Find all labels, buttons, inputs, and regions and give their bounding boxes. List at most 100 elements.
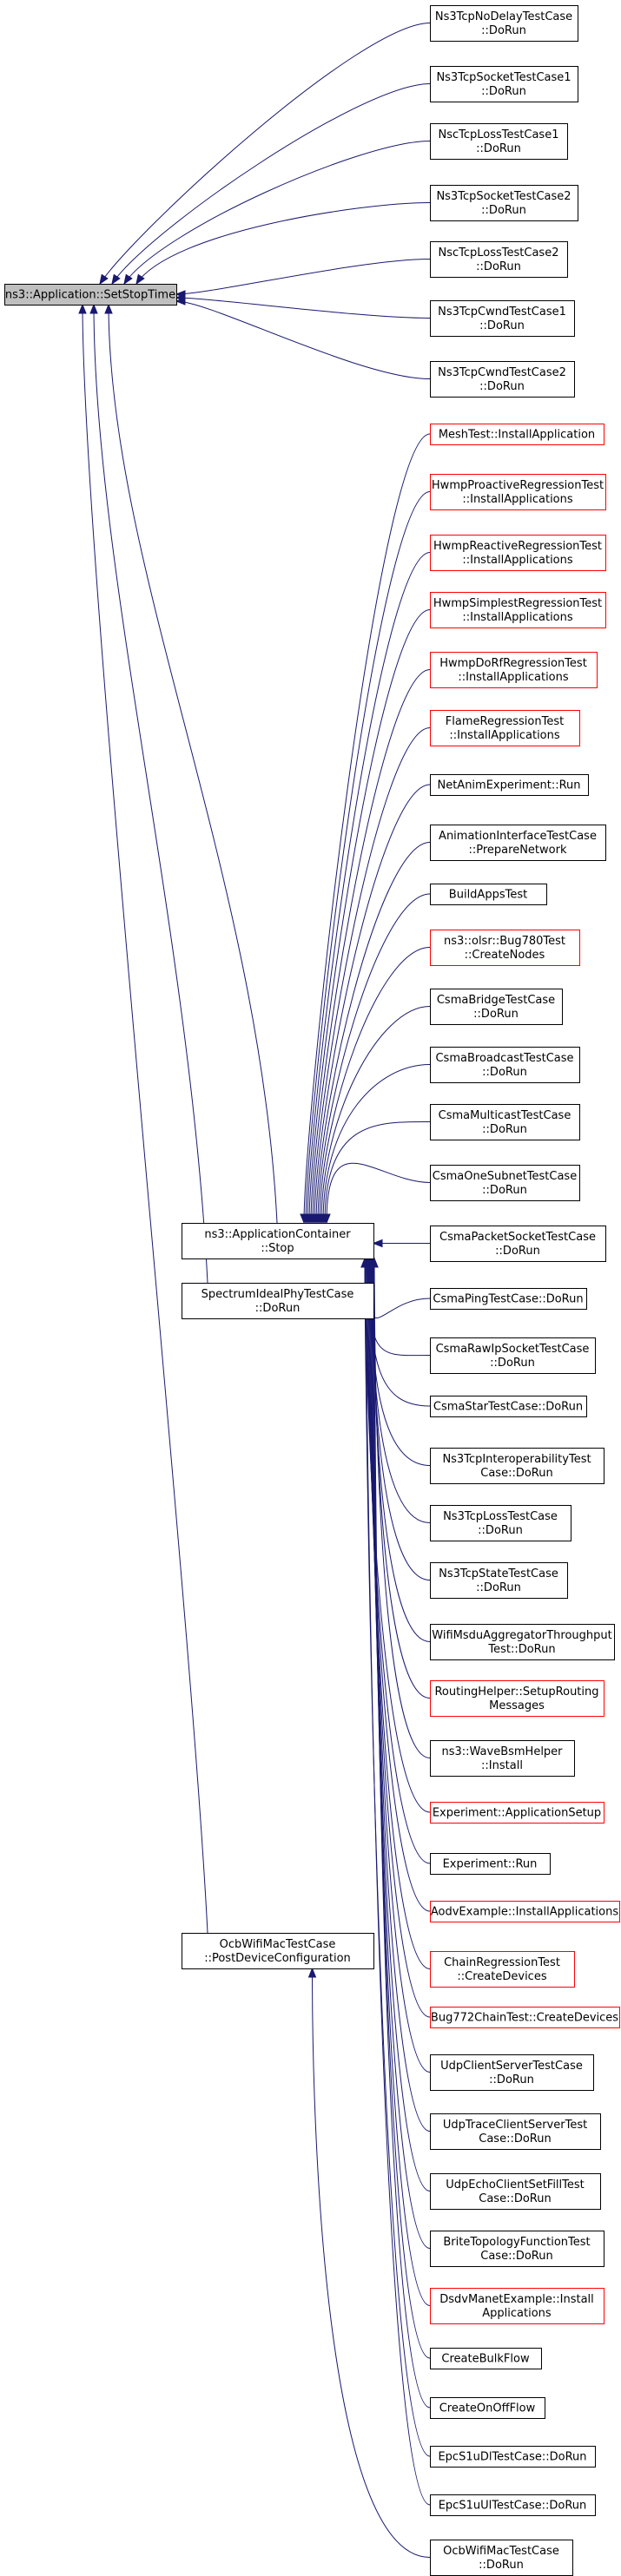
- node-label-line: ::PrepareNetwork: [469, 844, 567, 857]
- graph-node-root[interactable]: ns3::Application::SetStopTime: [4, 284, 177, 306]
- graph-node-ns3tcpcwnd2[interactable]: Ns3TcpCwndTestCase2::DoRun: [430, 361, 575, 398]
- node-label-line: DsdvManetExample::Install: [439, 2293, 594, 2306]
- graph-node-hwmpdorf[interactable]: HwmpDoRfRegressionTest::InstallApplicati…: [430, 652, 598, 688]
- node-label-line: UdpClientServerTestCase: [440, 2060, 583, 2073]
- graph-node-nsctcploss1[interactable]: NscTcpLossTestCase1::DoRun: [430, 123, 568, 160]
- graph-node-ocbwifipost[interactable]: OcbWifiMacTestCase::PostDeviceConfigurat…: [182, 1933, 374, 1969]
- node-box: [430, 1165, 580, 1201]
- graph-node-dsdvmanet[interactable]: DsdvManetExample::InstallApplications: [430, 2288, 604, 2324]
- graph-node-csmabridge[interactable]: CsmaBridgeTestCase::DoRun: [430, 989, 563, 1025]
- graph-node-animinterface[interactable]: AnimationInterfaceTestCase::PrepareNetwo…: [430, 825, 606, 861]
- graph-node-csmapacketsocket[interactable]: CsmaPacketSocketTestCase::DoRun: [430, 1226, 606, 1262]
- node-box: [430, 185, 578, 221]
- graph-node-csmastar[interactable]: CsmaStarTestCase::DoRun: [430, 1396, 587, 1417]
- edge-arrowhead: [135, 273, 145, 286]
- node-label-line: ::DoRun: [489, 2073, 534, 2086]
- node-label-line: Ns3TcpCwndTestCase1: [438, 306, 566, 319]
- graph-node-spectrumideal[interactable]: SpectrumIdealPhyTestCase::DoRun: [182, 1283, 374, 1319]
- graph-node-epcs1uul[interactable]: EpcS1uUlTestCase::DoRun: [430, 2494, 596, 2516]
- node-label-line: Case::DoRun: [480, 2250, 552, 2263]
- node-label-line: MeshTest::InstallApplication: [439, 429, 595, 442]
- graph-node-buildapps[interactable]: BuildAppsTest: [430, 884, 547, 905]
- graph-node-nsctcploss2[interactable]: NscTcpLossTestCase2::DoRun: [430, 241, 568, 278]
- edge-ns3tcpcwnd1-to-root: [175, 293, 431, 319]
- graph-node-csmaonesubnet[interactable]: CsmaOneSubnetTestCase::DoRun: [430, 1165, 580, 1201]
- graph-node-aodvexample[interactable]: AodvExample::InstallApplications: [430, 1901, 620, 1922]
- node-box: [430, 2348, 542, 2369]
- graph-node-createonoffflow[interactable]: CreateOnOffFlow: [430, 2397, 545, 2419]
- edge-line: [82, 304, 208, 1934]
- node-label-line: Ns3TcpSocketTestCase1: [436, 71, 571, 84]
- node-label-line: ::PostDeviceConfiguration: [204, 1952, 351, 1965]
- edge-line: [320, 1006, 431, 1224]
- graph-node-csmabroadcast[interactable]: CsmaBroadcastTestCase::DoRun: [430, 1047, 580, 1083]
- node-box: [430, 1951, 575, 1988]
- node-label-line: Case::DoRun: [479, 2192, 551, 2205]
- graph-node-appcontainerstop[interactable]: ns3::ApplicationContainer::Stop: [182, 1223, 374, 1259]
- edge-arrowhead: [307, 1967, 317, 1978]
- node-label-line: Ns3TcpInteroperabilityTest: [442, 1453, 591, 1466]
- graph-node-csmamulticast[interactable]: CsmaMulticastTestCase::DoRun: [430, 1104, 580, 1140]
- edge-line: [310, 669, 431, 1224]
- graph-node-hwmpsimplest[interactable]: HwmpSimplestRegressionTest::InstallAppli…: [430, 592, 606, 628]
- graph-node-csmaping[interactable]: CsmaPingTestCase::DoRun: [430, 1288, 587, 1310]
- node-box: [430, 2494, 596, 2516]
- node-box: [430, 1337, 596, 1374]
- node-label-line: ::InstallApplications: [449, 729, 560, 742]
- edge-line: [367, 1258, 431, 1357]
- graph-node-ns3tcpsocket2[interactable]: Ns3TcpSocketTestCase2::DoRun: [430, 185, 578, 221]
- graph-node-ocbwifidorun[interactable]: OcbWifiMacTestCase::DoRun: [430, 2540, 573, 2576]
- graph-node-ns3tcploss[interactable]: Ns3TcpLossTestCase::DoRun: [430, 1505, 571, 1541]
- graph-node-udpclientserver[interactable]: UdpClientServerTestCase::DoRun: [430, 2054, 594, 2091]
- node-label-line: HwmpDoRfRegressionTest: [439, 657, 587, 670]
- graph-node-bug772[interactable]: Bug772ChainTest::CreateDevices: [430, 2007, 620, 2028]
- graph-node-ns3tcpstate[interactable]: Ns3TcpStateTestCase::DoRun: [430, 1562, 568, 1599]
- node-box: [430, 2054, 594, 2091]
- graph-node-hwmpproactive[interactable]: HwmpProactiveRegressionTest::InstallAppl…: [430, 474, 606, 510]
- graph-node-hwmpreactive[interactable]: HwmpReactiveRegressionTest::InstallAppli…: [430, 535, 606, 571]
- edge-line: [324, 1120, 431, 1224]
- edge-line: [322, 1064, 431, 1224]
- node-label-line: Ns3TcpNoDelayTestCase: [435, 10, 572, 23]
- graph-node-csmarawip[interactable]: CsmaRawIpSocketTestCase::DoRun: [430, 1337, 596, 1374]
- edge-line: [370, 1258, 431, 2192]
- graph-node-olsrbug780[interactable]: ns3::olsr::Bug780Test::CreateNodes: [430, 930, 580, 966]
- graph-node-flame[interactable]: FlameRegressionTest::InstallApplications: [430, 710, 580, 746]
- graph-node-exprun[interactable]: Experiment::Run: [430, 1853, 551, 1875]
- edge-line: [175, 259, 431, 295]
- node-label-line: ns3::olsr::Bug780Test: [444, 935, 565, 948]
- node-label-line: CreateOnOffFlow: [439, 2402, 536, 2415]
- graph-node-expappsetup[interactable]: Experiment::ApplicationSetup: [430, 1802, 604, 1824]
- graph-node-ns3tcpnodelay[interactable]: Ns3TcpNoDelayTestCase::DoRun: [430, 5, 578, 42]
- edge-line: [315, 842, 431, 1224]
- node-label-line: HwmpProactiveRegressionTest: [432, 479, 604, 492]
- node-box: [182, 1933, 374, 1969]
- edge-line: [371, 1258, 431, 1580]
- node-label-line: CsmaStarTestCase::DoRun: [433, 1401, 583, 1414]
- graph-node-epcs1udl[interactable]: EpcS1uDlTestCase::DoRun: [430, 2446, 596, 2468]
- graph-node-ns3tcpcwnd1[interactable]: Ns3TcpCwndTestCase1::DoRun: [430, 300, 575, 337]
- graph-node-ns3tcpsocket1[interactable]: Ns3TcpSocketTestCase1::DoRun: [430, 66, 578, 102]
- edge-epcs1uul-to-stop: [361, 1257, 431, 2506]
- edge-line: [303, 433, 431, 1224]
- edge-ocbwifipost-to-root: [78, 303, 208, 1934]
- graph-node-chainregression[interactable]: ChainRegressionTest::CreateDevices: [430, 1951, 575, 1988]
- edge-line: [365, 1258, 431, 2506]
- edge-createbulkflow-to-stop: [369, 1257, 431, 2359]
- node-label-line: BuildAppsTest: [449, 889, 527, 902]
- graph-node-meshtest[interactable]: MeshTest::InstallApplication: [430, 424, 604, 445]
- edge-arrowhead: [361, 1257, 370, 1268]
- node-label-line: ChainRegressionTest: [444, 1956, 560, 1969]
- edge-line: [312, 727, 431, 1224]
- graph-node-netanim[interactable]: NetAnimExperiment::Run: [430, 774, 589, 796]
- node-label-line: ::InstallApplications: [462, 493, 573, 506]
- node-label-line: CsmaOneSubnetTestCase: [433, 1170, 577, 1183]
- graph-node-wavebsm[interactable]: ns3::WaveBsmHelper::Install: [430, 1740, 575, 1777]
- graph-node-createbulkflow[interactable]: CreateBulkFlow: [430, 2348, 542, 2369]
